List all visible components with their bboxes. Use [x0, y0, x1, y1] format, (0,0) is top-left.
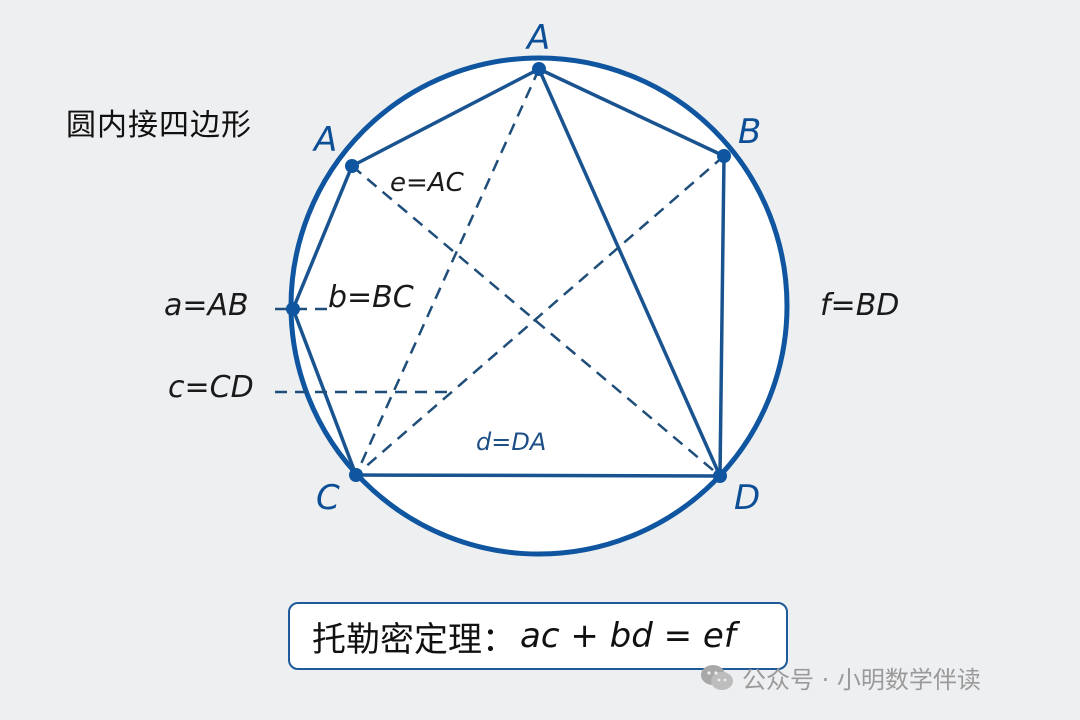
vertex-A-top: [532, 62, 546, 76]
label-f: f=BD: [820, 288, 900, 323]
side-C-D: [354, 473, 722, 478]
diagonal-Atop-C: [354, 68, 541, 476]
diagonal-Aleft-D: [351, 165, 721, 477]
wechat-icon: [700, 664, 734, 692]
watermark: 公众号 · 小明数学伴读: [700, 660, 981, 695]
vertex-label-C: C: [316, 478, 340, 518]
vertex-A-left: [345, 159, 359, 173]
label-a: a=AB: [164, 288, 249, 323]
vertex-B: [717, 149, 731, 163]
label-e: e=AC: [390, 168, 464, 198]
vertex-label-A-top: A: [527, 18, 551, 58]
theorem-name: 托勒密定理：: [312, 619, 516, 660]
vertex-label-A-left: A: [314, 120, 338, 160]
vertex-C: [349, 468, 363, 482]
vertex-P-left: [286, 302, 300, 316]
side-Atop-D: [537, 67, 722, 478]
theorem-box: 托勒密定理： ac + bd = ef: [288, 602, 788, 670]
side-Atop-B: [537, 67, 726, 158]
diagram-title: 圆内接四边形: [66, 108, 252, 143]
side-Aleft-Atop: [350, 67, 541, 168]
side-B-D: [718, 154, 726, 478]
label-c: c=CD: [168, 370, 254, 405]
theorem-formula: ac + bd = ef: [520, 616, 736, 656]
vertex-label-D: D: [734, 478, 761, 518]
vertex-D: [713, 469, 727, 483]
diagonal-B-C: [355, 155, 725, 476]
label-d: d=DA: [476, 428, 547, 456]
vertex-label-B: B: [738, 112, 762, 152]
side-Aleft-P: [291, 164, 354, 311]
label-b: b=BC: [328, 280, 414, 315]
watermark-text: 公众号 · 小明数学伴读: [742, 666, 981, 694]
